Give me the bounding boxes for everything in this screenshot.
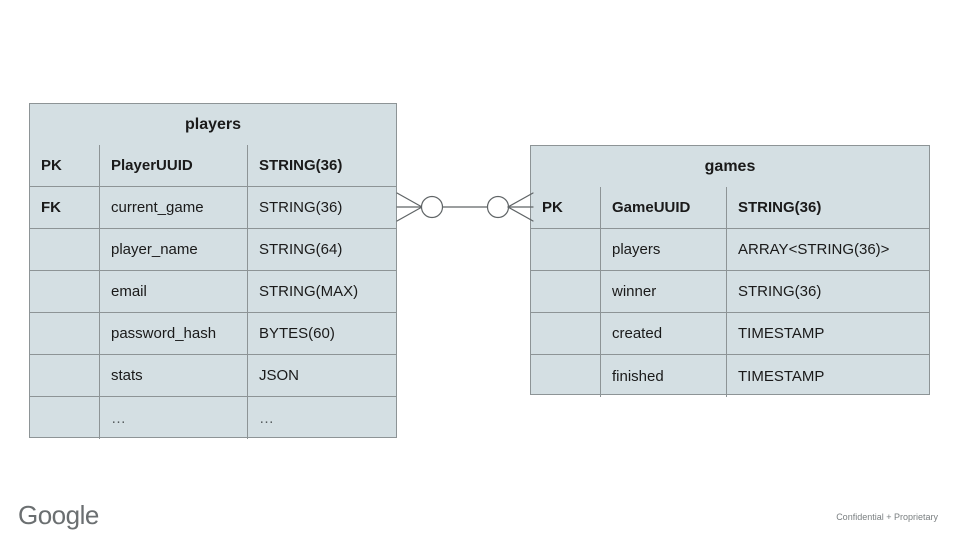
- entity-table-players[interactable]: players PK PlayerUUID STRING(36) FK curr…: [29, 103, 397, 439]
- column-field: winner: [601, 271, 727, 312]
- column-key: [30, 355, 100, 396]
- entity-row[interactable]: FK current_game STRING(36): [30, 187, 396, 229]
- entity-row[interactable]: PK GameUUID STRING(36): [531, 187, 929, 229]
- entity-table-games[interactable]: games PK GameUUID STRING(36) players ARR…: [530, 145, 930, 397]
- column-type: STRING(36): [738, 283, 822, 300]
- crows-foot-left-icon: [396, 192, 423, 222]
- column-key: [30, 397, 100, 439]
- confidentiality-note: Confidential + Proprietary: [836, 512, 938, 522]
- cardinality-zero-circle-right-icon: [486, 195, 510, 219]
- column-key: FK: [30, 187, 100, 228]
- column-key: PK: [531, 187, 601, 228]
- relationship-connector-many-to-many[interactable]: [390, 182, 540, 232]
- column-field: created: [601, 313, 727, 354]
- column-key: [531, 313, 601, 354]
- column-field: player_name: [100, 229, 248, 270]
- column-type: STRING(MAX): [259, 283, 359, 300]
- entity-row[interactable]: … …: [30, 397, 396, 439]
- google-logo: Google: [18, 500, 99, 530]
- entity-title-games: games: [704, 157, 756, 175]
- column-key: [531, 271, 601, 312]
- entity-row[interactable]: password_hash BYTES(60): [30, 313, 396, 355]
- column-type: JSON: [259, 367, 300, 384]
- column-type: STRING(36): [259, 157, 343, 174]
- entity-row[interactable]: PK PlayerUUID STRING(36): [30, 145, 396, 187]
- column-key: [30, 313, 100, 354]
- column-type: …: [259, 409, 275, 427]
- entity-row[interactable]: stats JSON: [30, 355, 396, 397]
- column-type: TIMESTAMP: [738, 325, 825, 342]
- entity-row[interactable]: players ARRAY<STRING(36)>: [531, 229, 929, 271]
- column-field: email: [100, 271, 248, 312]
- column-type: ARRAY<STRING(36)>: [738, 241, 890, 258]
- column-field: password_hash: [100, 313, 248, 354]
- column-field: stats: [100, 355, 248, 396]
- column-key: [531, 355, 601, 397]
- column-key: [30, 271, 100, 312]
- entity-row[interactable]: created TIMESTAMP: [531, 313, 929, 355]
- column-type: STRING(36): [259, 199, 343, 216]
- column-type: STRING(64): [259, 241, 343, 258]
- column-field: PlayerUUID: [100, 145, 248, 186]
- crows-foot-right-icon: [507, 192, 534, 222]
- column-field: players: [601, 229, 727, 270]
- column-type: TIMESTAMP: [738, 367, 825, 385]
- entity-title-players: players: [184, 115, 242, 133]
- entity-row[interactable]: email STRING(MAX): [30, 271, 396, 313]
- column-key: [531, 229, 601, 270]
- column-key: [30, 229, 100, 270]
- column-field: …: [100, 397, 248, 439]
- column-field: GameUUID: [601, 187, 727, 228]
- column-key: PK: [30, 145, 100, 186]
- column-field: current_game: [100, 187, 248, 228]
- entity-row[interactable]: winner STRING(36): [531, 271, 929, 313]
- column-type: STRING(36): [738, 199, 822, 216]
- column-field: finished: [601, 355, 727, 397]
- entity-row[interactable]: player_name STRING(64): [30, 229, 396, 271]
- entity-row[interactable]: finished TIMESTAMP: [531, 355, 929, 397]
- column-type: BYTES(60): [259, 325, 335, 342]
- cardinality-zero-circle-left-icon: [420, 195, 444, 219]
